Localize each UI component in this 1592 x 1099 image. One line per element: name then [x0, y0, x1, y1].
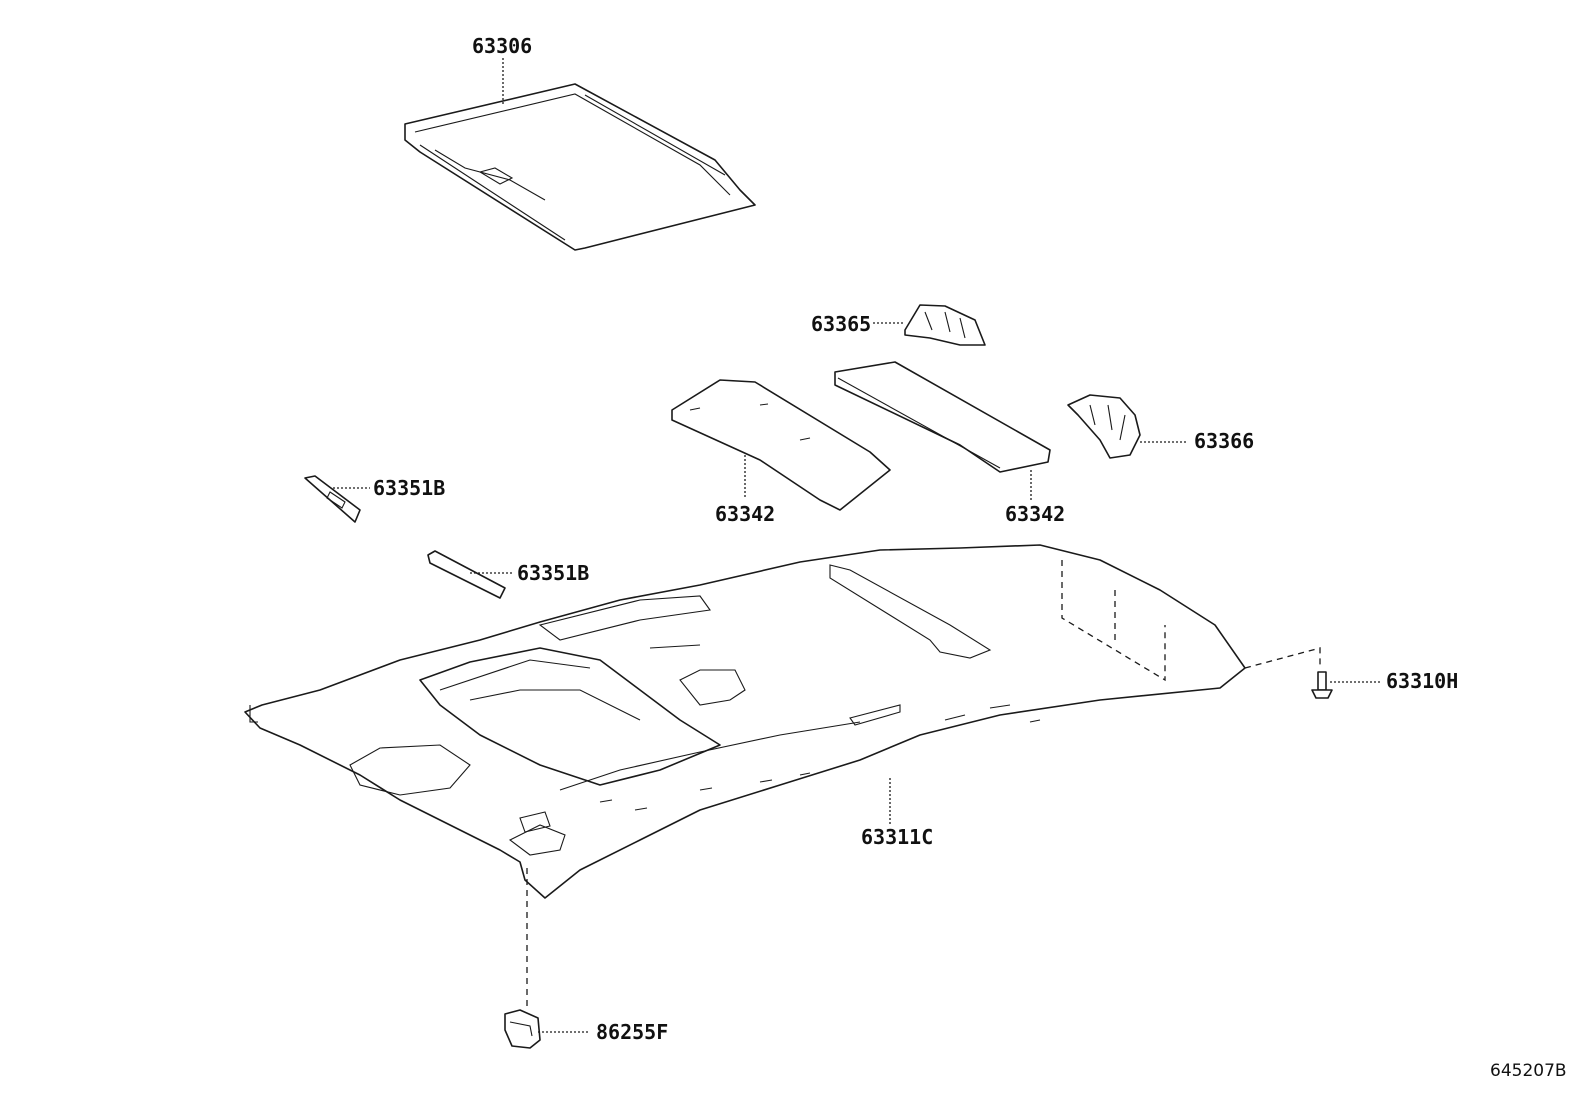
part-63342-panel-right[interactable]	[834, 361, 1051, 473]
callout-63311C: 63311C	[861, 825, 933, 849]
part-63310H-clip[interactable]	[1311, 671, 1333, 699]
callout-63351B-lower: 63351B	[517, 561, 589, 585]
diagram-reference-code: 645207B	[1490, 1061, 1567, 1081]
callout-86255F: 86255F	[596, 1020, 668, 1044]
part-63351B-strip-lower[interactable]	[427, 550, 506, 599]
callout-63365: 63365	[811, 312, 871, 336]
part-63306-sunshade[interactable]	[404, 83, 756, 251]
callout-63342-left: 63342	[715, 502, 775, 526]
part-63351B-strip-upper[interactable]	[304, 475, 361, 523]
part-63366-bracket[interactable]	[1067, 394, 1141, 459]
callout-63351B-upper: 63351B	[373, 476, 445, 500]
part-63342-panel-left[interactable]	[671, 379, 891, 511]
callout-63310H: 63310H	[1386, 669, 1458, 693]
part-86255F-clip[interactable]	[504, 1009, 541, 1049]
callout-63366: 63366	[1194, 429, 1254, 453]
callout-63306: 63306	[472, 34, 532, 58]
dashed-line-to-63310H	[1244, 647, 1321, 669]
dashed-outline-rear-compartment	[1061, 560, 1166, 682]
part-63311C-headliner[interactable]	[244, 544, 1246, 899]
callout-63342-right: 63342	[1005, 502, 1065, 526]
part-63365-bracket[interactable]	[904, 304, 986, 346]
